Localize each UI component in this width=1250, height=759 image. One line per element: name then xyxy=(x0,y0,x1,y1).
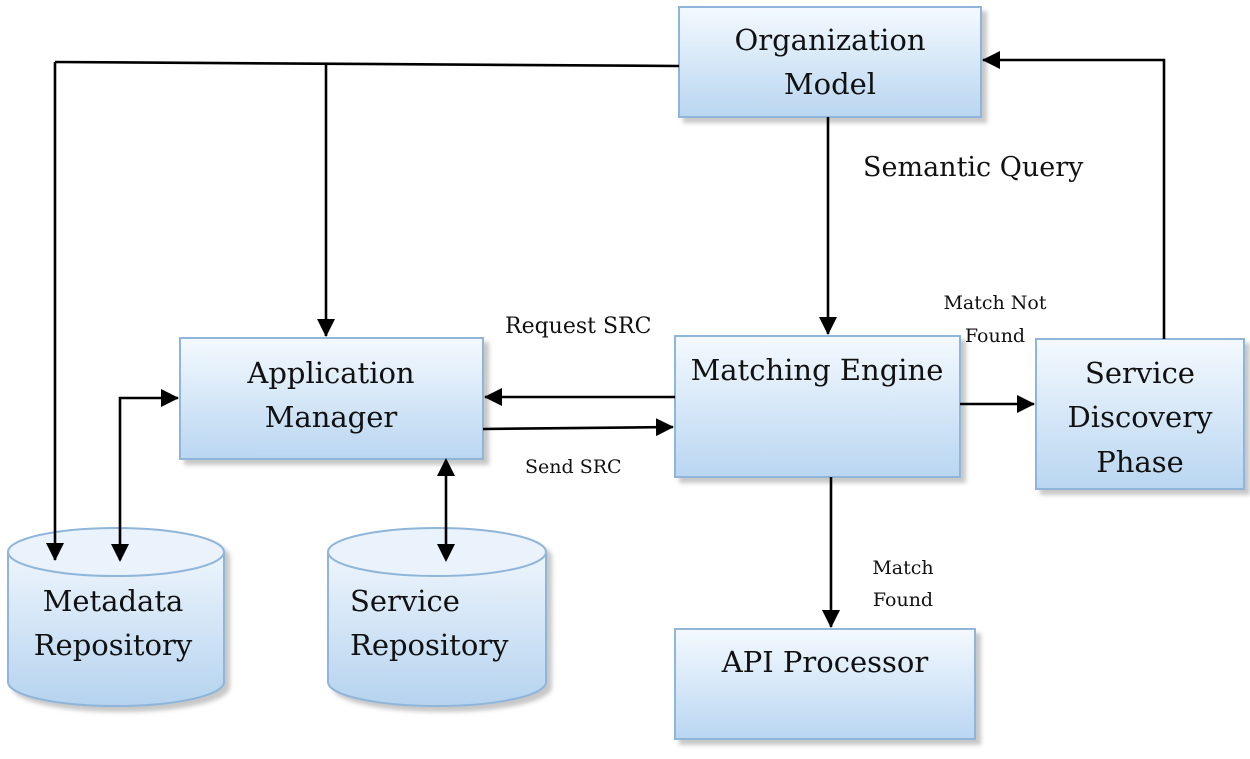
service-repository-label-1: Service xyxy=(350,584,460,618)
match-found-label-1: Match xyxy=(872,557,933,579)
matching-engine-label: Matching Engine xyxy=(691,353,944,387)
service-discovery-label-2: Discovery xyxy=(1068,400,1214,434)
matching-engine-node xyxy=(674,335,961,478)
match-not-found-label-2: Found xyxy=(965,325,1025,347)
metadata-repository-label-2: Repository xyxy=(34,628,193,662)
service-repo-arrowhead-up xyxy=(437,458,455,476)
org-to-left-bus xyxy=(54,60,680,68)
service-repository-label-2: Repository xyxy=(350,628,509,662)
api-processor-label: API Processor xyxy=(721,645,929,679)
organization-model-node xyxy=(678,6,982,118)
service-discovery-label-3: Phase xyxy=(1096,445,1184,479)
service-repo-arrowhead-down xyxy=(437,544,455,562)
send-src-label: Send SRC xyxy=(525,456,622,478)
metadata-repository-label-1: Metadata xyxy=(43,584,184,618)
service-discovery-label-1: Service xyxy=(1085,356,1195,390)
service-discovery-phase-node xyxy=(1035,338,1245,490)
application-manager-label-1: Application xyxy=(246,356,414,390)
discovery-to-org-arrow xyxy=(982,51,1166,339)
service-repository-node xyxy=(327,527,547,707)
organization-model-label-2: Model xyxy=(784,67,876,101)
metadata-app-manager-arrowhead-down xyxy=(111,544,129,562)
send-src-arrow xyxy=(482,418,674,437)
request-src-label: Request SRC xyxy=(505,314,651,339)
application-manager-label-2: Manager xyxy=(265,400,398,434)
semantic-query-label: Semantic Query xyxy=(863,152,1084,183)
api-processor-node xyxy=(674,628,976,740)
match-not-found-label-1: Match Not xyxy=(943,292,1046,314)
metadata-app-manager-arrow xyxy=(118,389,179,560)
application-manager-node xyxy=(179,337,484,460)
organization-model-label-1: Organization xyxy=(734,23,925,57)
match-found-label-2: Found xyxy=(873,589,933,611)
